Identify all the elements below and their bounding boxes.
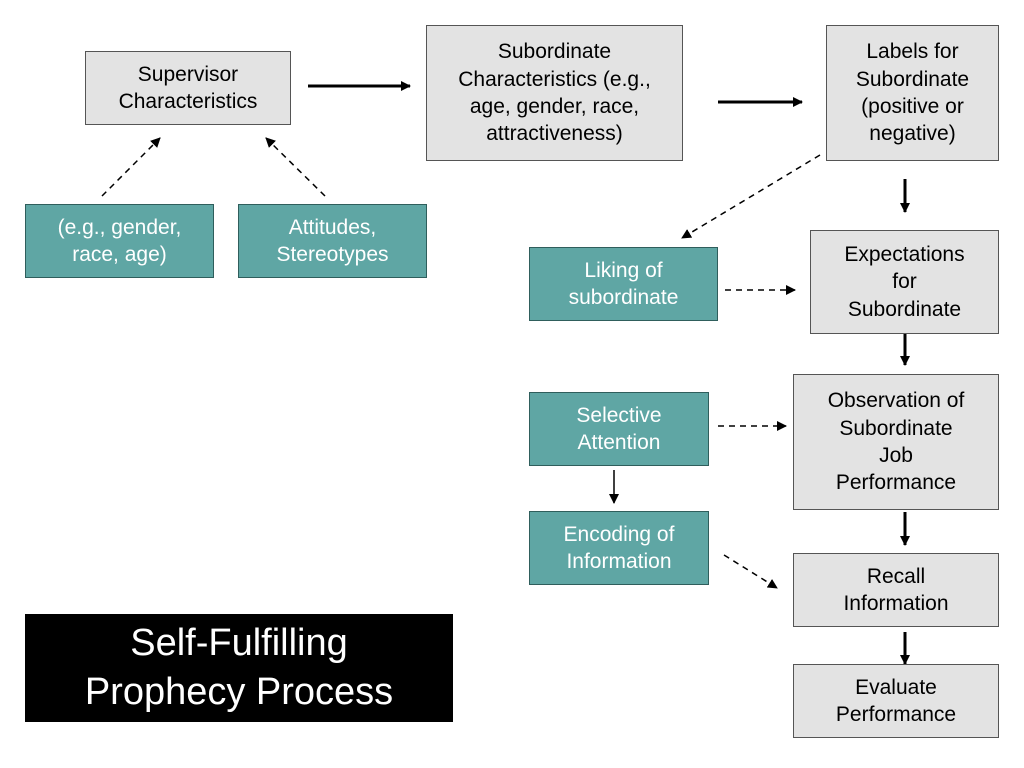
- arrow-encoding-to-recall: [723, 554, 778, 589]
- subordinate-characteristics-box: Subordinate Characteristics (e.g., age, …: [426, 25, 683, 161]
- recall-information-box: Recall Information: [793, 553, 999, 627]
- observation-box: Observation of Subordinate Job Performan…: [793, 374, 999, 510]
- liking-of-subordinate-box: Liking of subordinate: [529, 247, 718, 321]
- evaluate-performance-box: Evaluate Performance: [793, 664, 999, 738]
- selective-attention-label: Selective Attention: [576, 403, 662, 454]
- attitudes-stereotypes-box: Attitudes, Stereotypes: [238, 204, 427, 278]
- expectations-box: Expectations for Subordinate: [810, 230, 999, 334]
- arrow-demographics-to-supervisor: [101, 137, 161, 197]
- arrow-attitudes-to-supervisor: [265, 137, 326, 197]
- diagram-title-text: Self-Fulfilling Prophecy Process: [84, 621, 394, 713]
- expectations-label: Expectations for Subordinate: [844, 243, 965, 321]
- liking-of-subordinate-label: Liking of subordinate: [568, 258, 679, 309]
- encoding-label: Encoding of Information: [563, 522, 675, 573]
- diagram-title: Self-Fulfilling Prophecy Process: [25, 614, 453, 722]
- supervisor-characteristics-label: Supervisor Characteristics: [118, 62, 258, 113]
- supervisor-characteristics-box: Supervisor Characteristics: [85, 51, 291, 125]
- demographics-box: (e.g., gender, race, age): [25, 204, 214, 278]
- attitudes-stereotypes-label: Attitudes, Stereotypes: [276, 215, 389, 266]
- subordinate-characteristics-label: Subordinate Characteristics (e.g., age, …: [458, 40, 651, 146]
- observation-label: Observation of Subordinate Job Performan…: [827, 389, 965, 495]
- demographics-label: (e.g., gender, race, age): [57, 215, 182, 266]
- recall-information-label: Recall Information: [843, 564, 949, 615]
- selective-attention-box: Selective Attention: [529, 392, 709, 466]
- labels-for-subordinate-label: Labels for Subordinate (positive or nega…: [855, 40, 970, 146]
- arrow-labels-to-liking: [681, 154, 821, 239]
- evaluate-performance-label: Evaluate Performance: [835, 675, 957, 726]
- encoding-box: Encoding of Information: [529, 511, 709, 585]
- labels-for-subordinate-box: Labels for Subordinate (positive or nega…: [826, 25, 999, 161]
